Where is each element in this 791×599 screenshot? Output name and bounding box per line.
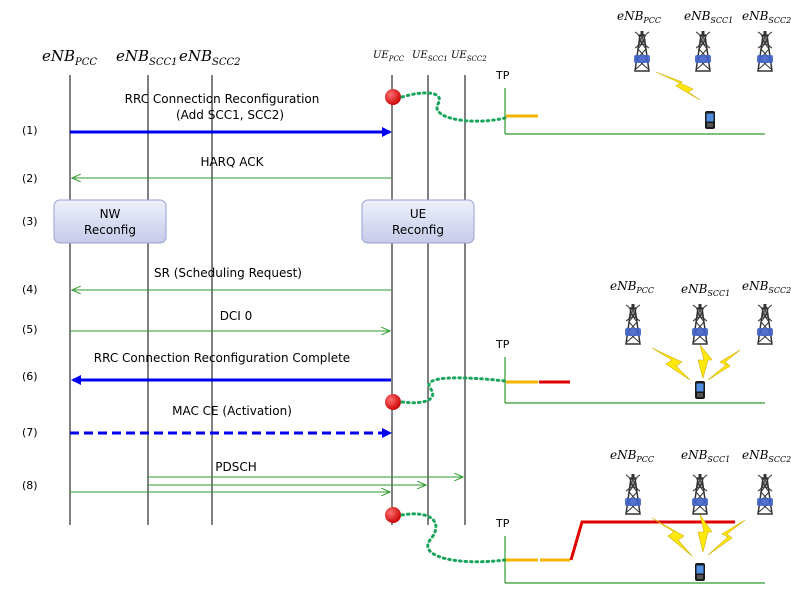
message-label: SR (Scheduling Request) [154, 266, 302, 280]
tower-icon [624, 303, 642, 345]
message-label: HARQ ACK [200, 155, 264, 169]
svg-text:Reconfig: Reconfig [84, 223, 136, 237]
lightning-icon [707, 349, 741, 381]
tp-plot-3: TP [495, 517, 765, 584]
svg-text:UE: UE [410, 207, 426, 221]
tp-axis-label: TP [495, 517, 510, 530]
event-dot [385, 89, 401, 105]
phone-icon [695, 381, 705, 399]
entity-ue-scc1: UESCC1 [412, 50, 448, 63]
cell-label-enb-scc2: eNBSCC2 [742, 9, 791, 25]
step-label: (6) [22, 370, 38, 383]
event-dot [385, 394, 401, 410]
cell-label-enb-scc1: eNBSCC1 [681, 282, 730, 298]
step-label: (3) [22, 215, 38, 228]
cell-label-enb-pcc: eNBPCC [617, 9, 661, 25]
svg-text:Reconfig: Reconfig [392, 223, 444, 237]
step-label: (2) [22, 172, 38, 185]
step-label: (1) [22, 124, 38, 137]
tower-icon [691, 473, 709, 515]
message-label: PDSCH [215, 460, 257, 474]
message-label: (Add SCC1, SCC2) [176, 108, 284, 122]
phone-icon [695, 563, 705, 581]
dotted-link [400, 512, 507, 564]
step-label: (4) [22, 283, 38, 296]
step-label: (8) [22, 479, 38, 492]
cell-label-enb-scc1: eNBSCC1 [684, 9, 733, 25]
tower-icon [691, 303, 709, 345]
cell-cluster-3: eNBPCC eNBSCC1 eNBSCC2 [610, 448, 791, 581]
tower-icon [624, 473, 642, 515]
message-label: MAC CE (Activation) [172, 404, 292, 418]
message-label: DCI 0 [220, 309, 253, 323]
tp-plot-2: TP [495, 338, 765, 404]
cell-label-enb-scc2: eNBSCC2 [742, 448, 791, 464]
step-label: (7) [22, 426, 38, 439]
tp-axis-label: TP [495, 69, 510, 82]
entity-enb-scc2: eNBSCC2 [179, 47, 241, 68]
cell-label-enb-pcc: eNBPCC [610, 279, 654, 295]
entity-enb-pcc: eNBPCC [42, 47, 97, 68]
tp-plot-1: TP [495, 69, 765, 135]
lightning-icon [707, 519, 746, 556]
tower-icon [756, 473, 774, 515]
lightning-icon [655, 71, 701, 101]
tower-icon [694, 30, 712, 72]
tp-level-ca [569, 520, 735, 561]
tp-axis-label: TP [495, 338, 510, 351]
entity-ue-scc2: UESCC2 [451, 50, 487, 63]
message-label: RRC Connection Reconfiguration [125, 92, 320, 106]
cell-cluster-2: eNBPCC eNBSCC1 eNBSCC2 [610, 279, 791, 399]
dotted-link [400, 376, 507, 405]
cell-label-enb-scc1: eNBSCC1 [681, 448, 730, 464]
dotted-link [400, 91, 507, 123]
svg-text:NW: NW [100, 207, 121, 221]
nw-reconfig-box: NW Reconfig [53, 199, 167, 244]
tower-icon [756, 30, 774, 72]
cell-cluster-1: eNBPCC eNBSCC1 eNBSCC2 [617, 9, 791, 129]
lightning-icon [697, 344, 713, 380]
lightning-icon [651, 347, 691, 381]
cell-label-enb-scc2: eNBSCC2 [742, 279, 791, 295]
entity-enb-scc1: eNBSCC1 [116, 47, 178, 68]
lightning-icon [697, 514, 713, 553]
cell-label-enb-pcc: eNBPCC [610, 448, 654, 464]
tower-icon [633, 30, 651, 72]
phone-icon [705, 111, 715, 129]
step-label: (5) [22, 323, 38, 336]
lightning-icon [651, 517, 693, 557]
tower-icon [756, 303, 774, 345]
entity-ue-pcc: UEPCC [373, 50, 405, 63]
ue-reconfig-box: UE Reconfig [361, 199, 475, 244]
message-label: RRC Connection Reconfiguration Complete [94, 351, 350, 365]
event-dot [385, 507, 401, 523]
